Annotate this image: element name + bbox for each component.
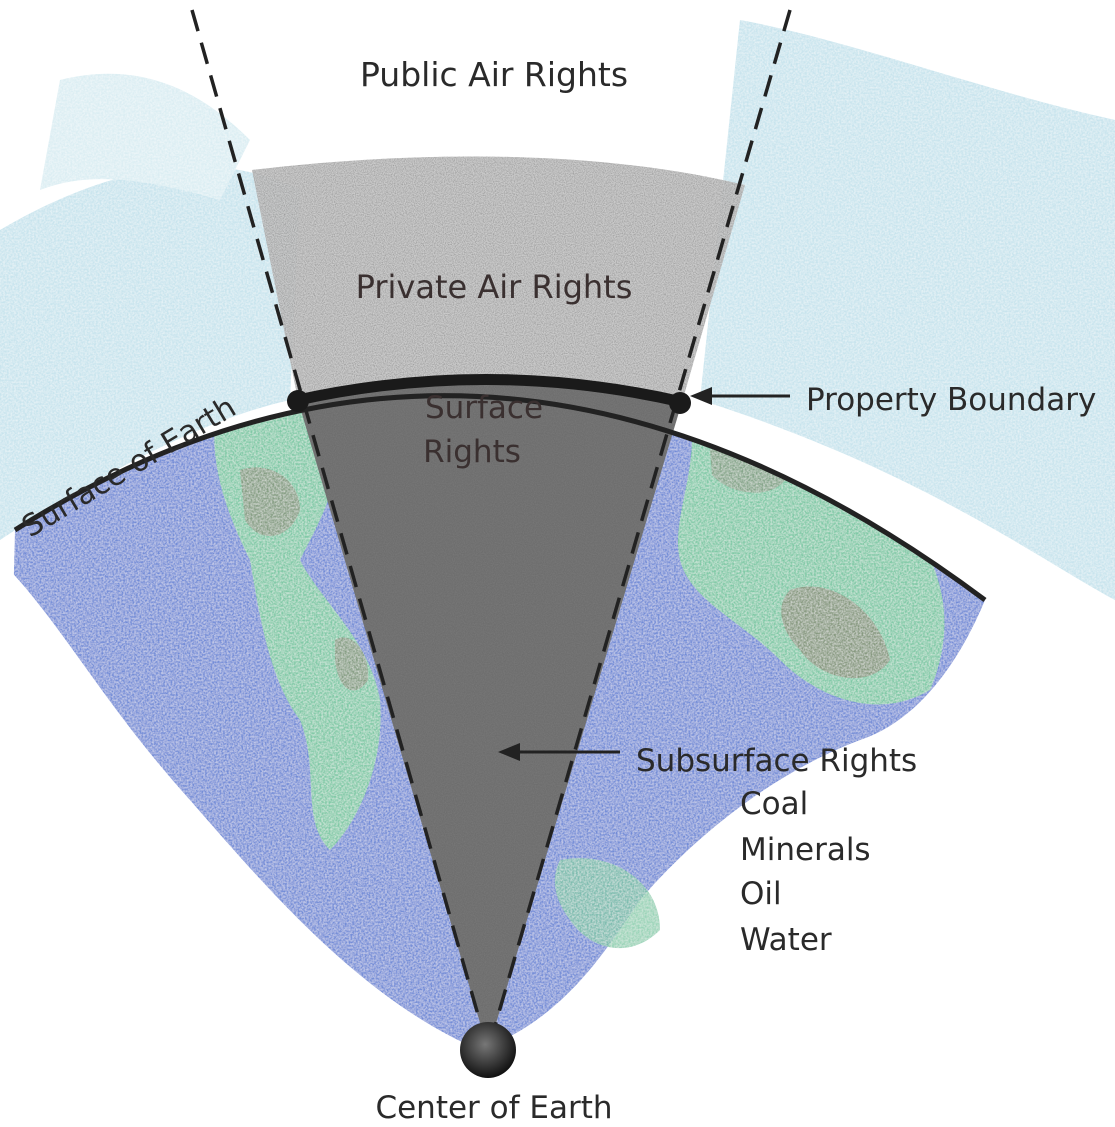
property-surface-line [292,374,688,408]
center-of-earth-label: Center of Earth [375,1090,612,1126]
boundary-line-left [190,9,490,1051]
land-bottom [554,858,660,949]
boundary-line-right [486,9,792,1051]
land-brown-left [240,467,300,537]
subsurface-rights-label: Subsurface Rights [636,743,917,779]
land-brown-right [781,586,890,679]
subsurface-arrow [498,743,620,761]
surface-rights-label-line1: Surface [425,390,543,426]
private-air-rights-label: Private Air Rights [356,268,633,306]
property-boundary-arrow [690,387,790,405]
subsurface-item-oil: Oil [740,876,782,912]
property-boundary-label: Property Boundary [806,382,1096,418]
land-brown-left-2 [335,637,369,691]
subsurface-item-coal: Coal [740,786,808,822]
sky [0,20,1115,600]
boundary-corner-right [669,392,691,414]
subsurface-item-minerals: Minerals [740,832,871,868]
subsurface-wedge [298,380,682,1050]
earth-surface-line [13,393,987,603]
boundary-corner-left [287,390,309,412]
private-air-zone [252,156,745,402]
earth-core [460,1022,516,1078]
public-air-rights-label: Public Air Rights [360,55,628,94]
subsurface-item-water: Water [740,922,832,958]
surface-rights-label-line2: Rights [423,434,521,470]
